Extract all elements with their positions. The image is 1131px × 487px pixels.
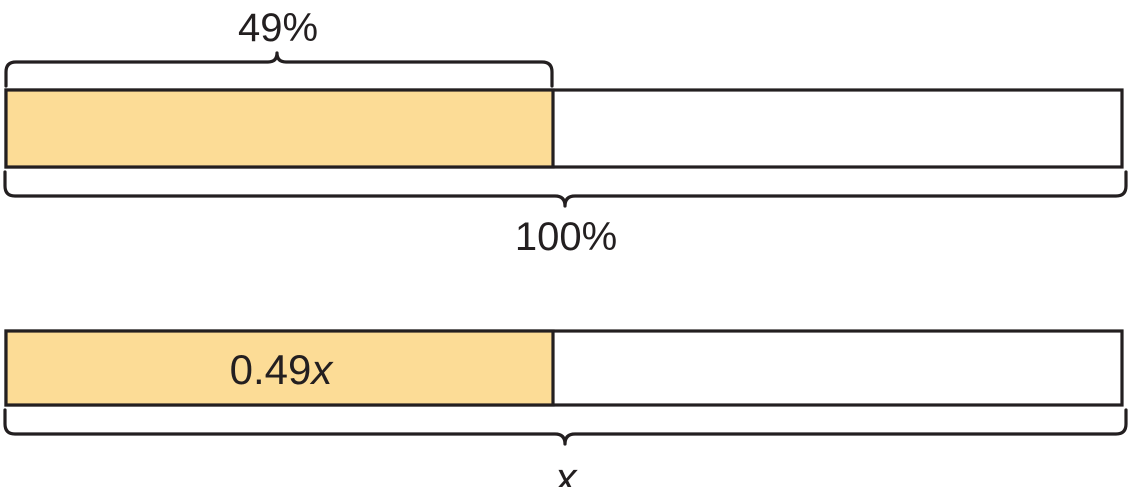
label-0-49-x-number: 0.49 (230, 346, 312, 393)
percent-bar (4, 88, 1124, 169)
label-x-total: x (554, 454, 579, 487)
percent-bar-filled-segment (4, 88, 555, 169)
brace-x-total-path (3, 408, 1128, 446)
value-bar (4, 329, 1124, 407)
brace-100-percent-path (3, 170, 1128, 208)
label-0-49-x: 0.49x (230, 346, 335, 393)
value-bar-filled-segment (4, 329, 555, 407)
brace-x-total (3, 408, 1128, 446)
label-100-percent: 100% (515, 215, 617, 259)
brace-49-percent (4, 51, 554, 88)
brace-49-percent-path (4, 51, 554, 88)
label-49-percent: 49% (238, 6, 318, 50)
brace-100-percent (3, 170, 1128, 208)
label-0-49-x-variable: x (309, 346, 334, 393)
